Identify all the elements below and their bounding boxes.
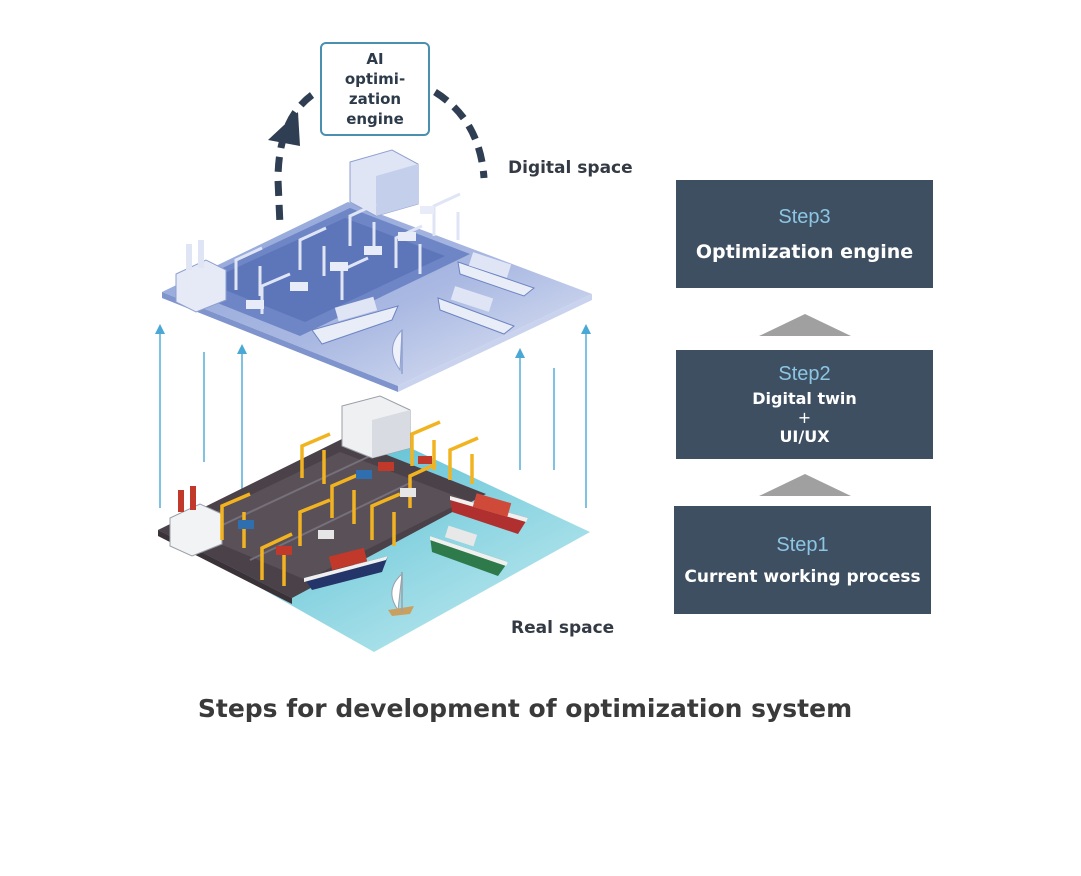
real-cranes [220, 420, 479, 586]
figure-caption: Steps for development of optimization sy… [197, 694, 853, 723]
digital-ship-2 [437, 286, 516, 335]
digital-space-platform [162, 149, 592, 400]
step-arrow-1-to-2 [759, 474, 851, 496]
digital-containers [246, 206, 434, 309]
step-arrow-2-to-3 [759, 314, 851, 336]
ai-optimization-engine-box: AI optimi- zation engine [320, 42, 430, 136]
step2-plus: + [797, 407, 812, 427]
step3-title: Optimization engine [695, 240, 914, 263]
step3-number: Step3 [778, 205, 831, 228]
step2-number: Step2 [778, 362, 831, 385]
step3-box: Step3 Optimization engine [676, 180, 933, 288]
data-upload-arrows [155, 324, 591, 508]
real-space-platform [158, 395, 590, 652]
step2-box: Step2 Digital twin + UI/UX [676, 350, 933, 459]
real-ship-navy [304, 547, 388, 590]
digital-building [349, 149, 419, 217]
digital-sailboat [392, 328, 403, 374]
step1-title: Current working process [684, 566, 921, 587]
step2-title-line1: Digital twin [752, 388, 857, 408]
digital-space-label: Digital space [508, 158, 633, 178]
real-ship-green [430, 525, 508, 576]
step1-box: Step1 Current working process [674, 506, 931, 614]
real-sailboat [388, 572, 414, 616]
step2-title-line2: UI/UX [779, 426, 830, 446]
digital-factory [175, 240, 227, 313]
cycle-arrow [268, 89, 488, 226]
real-factory [169, 486, 223, 557]
real-building [341, 395, 411, 459]
digital-ship-1 [457, 252, 536, 297]
digital-ship-3 [311, 296, 399, 345]
ai-optimization-engine-label: AI optimi- zation engine [344, 50, 406, 128]
real-space-label: Real space [511, 618, 615, 638]
step1-number: Step1 [776, 533, 829, 556]
real-ship-red [450, 493, 528, 534]
real-containers [238, 456, 432, 555]
